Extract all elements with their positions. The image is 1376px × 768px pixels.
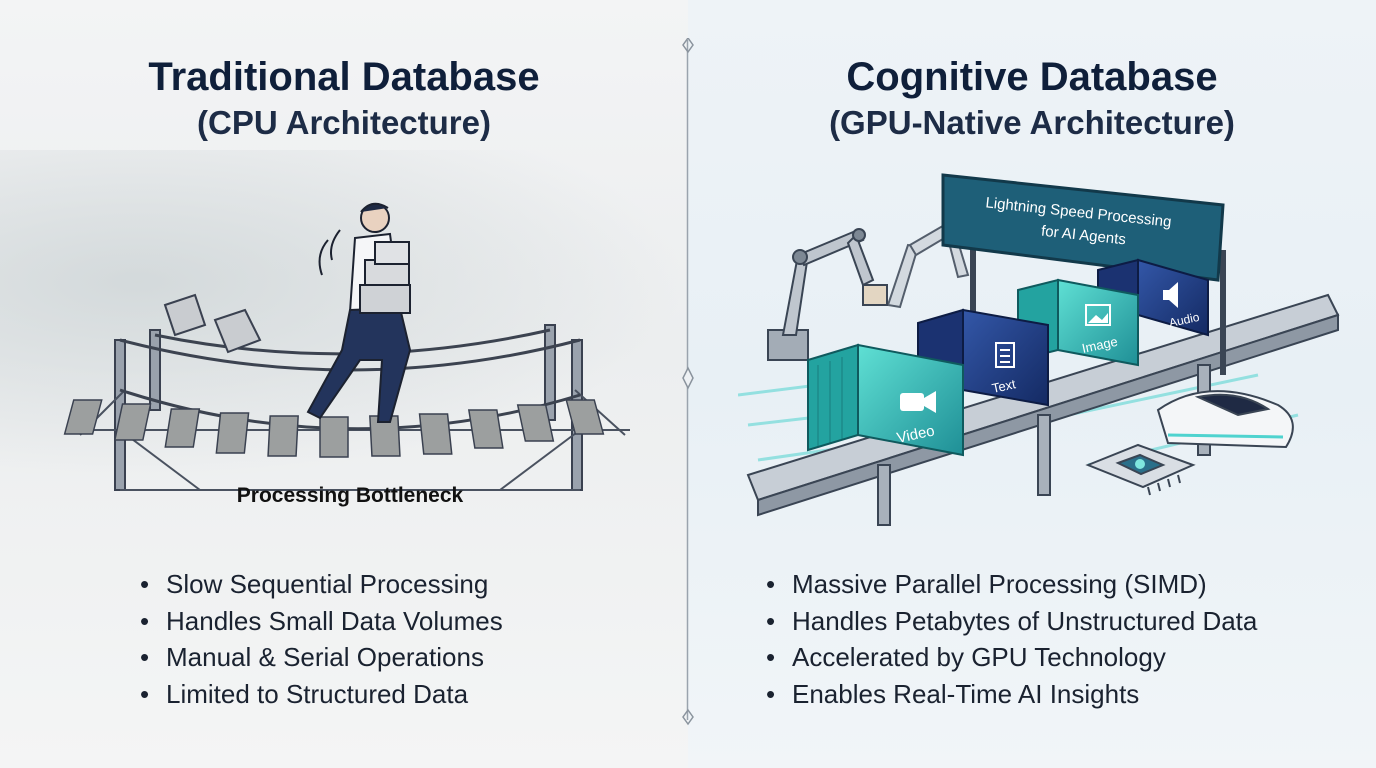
bridge-post	[544, 324, 556, 421]
bridge-plank	[215, 412, 250, 454]
gpu-conveyor-illustration: Lightning Speed Processing for AI Agents…	[738, 173, 1340, 526]
left-bullet-list: Slow Sequential Processing Handles Small…	[140, 566, 503, 712]
processing-bottleneck-caption: Processing Bottleneck	[236, 484, 464, 507]
diamond-ornament	[682, 38, 694, 54]
document-icon	[995, 342, 1015, 368]
bridge-plank	[418, 413, 453, 455]
chip-icon	[1085, 443, 1196, 496]
right-bullet: Accelerated by GPU Technology	[766, 639, 1257, 676]
right-title: Cognitive Database	[846, 55, 1218, 99]
bridge-plank	[565, 399, 605, 435]
bridge-plank	[467, 409, 504, 449]
container-label: Audio	[1168, 310, 1201, 330]
bridge-plank	[319, 416, 349, 458]
diamond-ornament	[682, 708, 694, 726]
traditional-database-panel: Traditional Database (CPU Architecture)	[0, 0, 688, 768]
left-title: Traditional Database	[148, 55, 540, 99]
falling-box	[213, 308, 262, 354]
diamond-ornament	[682, 366, 694, 390]
right-bullet: Enables Real-Time AI Insights	[766, 676, 1257, 713]
container-label: Text	[991, 376, 1018, 396]
bridge-plank	[267, 415, 299, 457]
bridge-plank	[113, 403, 152, 441]
right-bullet: Handles Petabytes of Unstructured Data	[766, 603, 1257, 640]
rope-bridge-illustration	[63, 202, 630, 491]
image-icon	[1085, 304, 1111, 326]
bullet-train	[1156, 390, 1294, 449]
container-label: Image	[1081, 334, 1119, 356]
speed-sign: Lightning Speed Processing for AI Agents	[941, 173, 1226, 385]
left-bullet: Manual & Serial Operations	[140, 639, 503, 676]
left-bullet: Limited to Structured Data	[140, 676, 503, 713]
right-bullet-list: Massive Parallel Processing (SIMD) Handl…	[766, 566, 1257, 712]
container-video: Video	[807, 343, 964, 457]
left-bullet: Slow Sequential Processing	[140, 566, 503, 603]
bridge-post	[149, 329, 161, 411]
falling-box	[163, 293, 207, 337]
right-bullet: Massive Parallel Processing (SIMD)	[766, 566, 1257, 603]
speaker-icon	[1163, 282, 1178, 308]
person-carrying-boxes	[306, 202, 412, 423]
left-subtitle: (CPU Architecture)	[197, 104, 491, 141]
bridge-plank	[516, 404, 555, 442]
video-camera-icon	[900, 391, 936, 413]
bridge-plank	[164, 408, 201, 448]
divider-ornaments	[682, 38, 694, 726]
robot-arm	[767, 228, 888, 361]
right-subtitle: (GPU-Native Architecture)	[829, 104, 1235, 141]
bridge-rope	[119, 388, 581, 431]
bridge-plank	[63, 399, 103, 435]
left-bullet: Handles Small Data Volumes	[140, 603, 503, 640]
cognitive-database-panel: Cognitive Database (GPU-Native Architect…	[688, 0, 1376, 768]
